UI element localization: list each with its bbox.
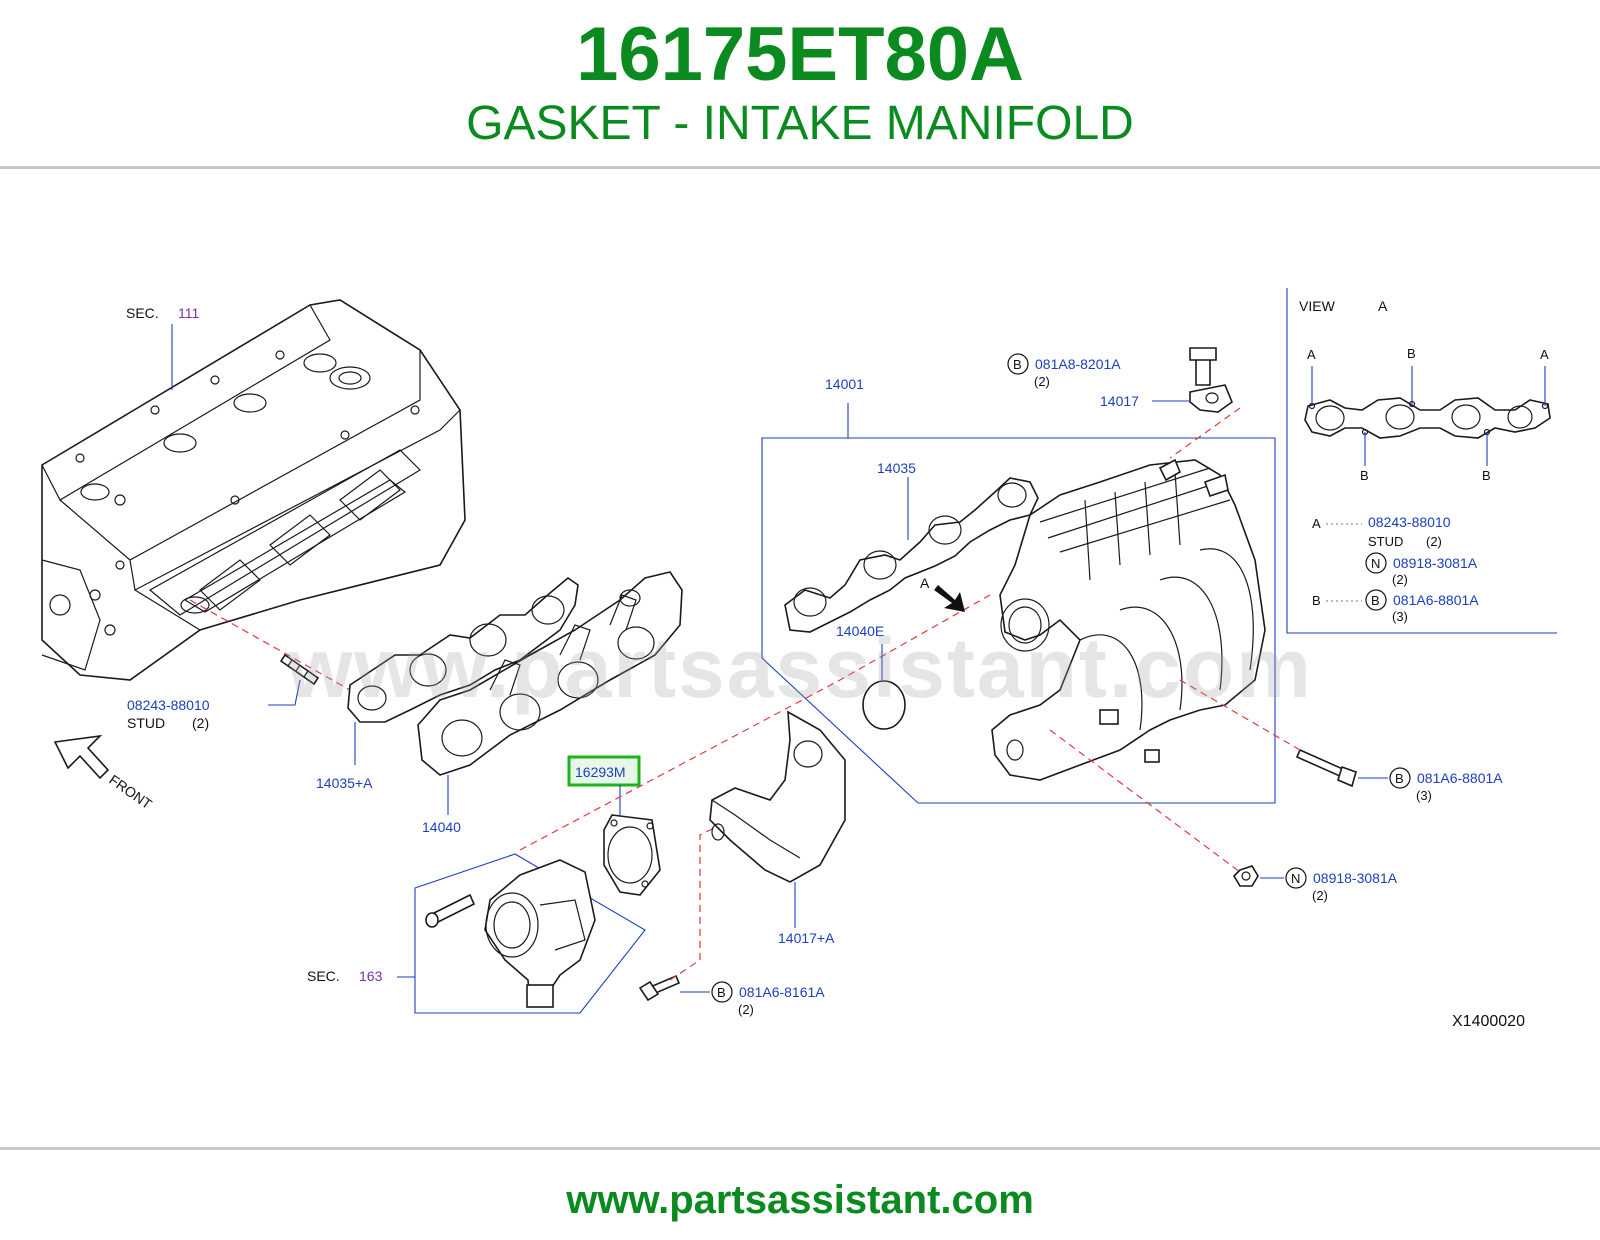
intake-manifold-drawing [991,458,1266,781]
nut-right-part-number[interactable]: 08918-3081A [1313,870,1398,886]
stud-left-qty: (2) [192,715,209,731]
footer-website-link[interactable]: www.partsassistant.com [566,1178,1034,1222]
bolt-right-part-number[interactable]: 081A6-8801A [1417,770,1503,786]
legend-desc-a: STUD [1368,534,1403,549]
c14035-label[interactable]: 14035 [877,460,916,476]
legend-badge-n: N [1371,556,1380,571]
bolt-bottom-badge: B [717,985,726,1000]
header-divider [0,166,1600,169]
c14035a-label[interactable]: 14035+A [316,775,373,791]
page-header: 16175ET80A GASKET - INTAKE MANIFOLD [0,0,1600,168]
parts-diagram: SEC. 111 08243-88010 STUD (2) FRONT 1403… [0,260,1600,1120]
bolt-right-qty: (3) [1416,788,1432,803]
view-a-mark-3: A [1540,347,1549,362]
bolt-top-qty: (2) [1034,374,1050,389]
nut-right-badge-circle [1285,867,1307,889]
legend-part-a[interactable]: 08243-88010 [1368,514,1451,530]
legend-letter-a: A [1312,516,1321,531]
legend-part-n[interactable]: 08918-3081A [1393,555,1478,571]
bracket-dash-line [1169,407,1241,459]
bolt-bottom-dash [669,824,721,981]
legend-badge-circle-n [1365,552,1387,574]
view-a-mark-4: B [1360,468,1369,483]
view-a-mark-2: B [1407,346,1416,361]
bolt-top-badge: B [1013,357,1022,372]
sec-163-prefix: SEC. [307,968,340,984]
view-a-frame [1286,288,1557,634]
sec-111-number[interactable]: 111 [178,305,199,321]
diagram-code: X1400020 [1452,1013,1525,1030]
a-marker-label: A [920,575,930,591]
nut-right-qty: (2) [1312,888,1328,903]
nut-right-badge: N [1291,871,1300,886]
throttle-body-frame [414,853,646,1014]
c16293m-label[interactable]: 16293M [575,764,626,780]
cylinder-head-drawing [41,299,466,681]
throttle-dash-line [519,594,991,851]
c14017-label[interactable]: 14017 [1100,393,1139,409]
legend-qty-n: (2) [1392,572,1408,587]
nut-right-dash [1049,729,1241,873]
bolt-bottom-drawing [638,974,681,1002]
part-name-subtitle: GASKET - INTAKE MANIFOLD [466,97,1134,150]
bolt-bottom-part-number[interactable]: 081A6-8161A [739,984,825,1000]
view-a-mark-5: B [1482,468,1491,483]
view-a-mark-1: A [1307,347,1316,362]
legend-badge-b: B [1371,593,1380,608]
view-a-letter: A [1378,298,1388,314]
bolt-right-drawing [1295,748,1357,788]
c16293m-highlight-box [567,755,641,787]
sec-163-number[interactable]: 163 [359,968,383,984]
intake-spacer-14040-drawing [417,571,683,776]
c14040e-label[interactable]: 14040E [836,623,884,639]
legend-badge-circle-b [1365,589,1387,611]
bolt-right-badge: B [1395,771,1404,786]
bracket-14017-drawing [1189,347,1233,413]
bolt-top-part-number[interactable]: 081A8-8201A [1035,356,1121,372]
c14017a-label[interactable]: 14017+A [778,930,835,946]
c14040-label[interactable]: 14040 [422,819,461,835]
bolt-top-badge-circle [1007,353,1029,375]
stud-left-desc: STUD [127,715,165,731]
a-marker-arrow-icon [934,585,965,612]
footer-divider [0,1147,1600,1150]
front-label: FRONT [106,771,155,812]
diagram-canvas: SEC. 111 08243-88010 STUD (2) FRONT 1403… [41,288,1557,1030]
view-a-title: VIEW [1299,298,1336,314]
view-a-gasket-drawing [1304,397,1551,439]
part-number-title: 16175ET80A [576,12,1024,97]
bolt-bottom-qty: (2) [738,1002,754,1017]
stud-dash-line [189,599,351,691]
gasket-14035a-drawing [347,576,579,723]
bracket-14017a-drawing [709,710,846,883]
legend-letter-b: B [1312,593,1321,608]
c14001-label[interactable]: 14001 [825,376,864,392]
sec-111-prefix: SEC. [126,305,159,321]
throttle-gasket-16293m-drawing [603,814,661,896]
stud-left-leader [268,679,301,706]
gasket-14035-drawing [784,477,1039,633]
legend-qty-a: (2) [1426,534,1442,549]
manifold-group-frame [761,437,1276,804]
oring-14040e-drawing [862,680,906,730]
stud-left-drawing [279,653,320,686]
nut-right-drawing [1232,865,1259,887]
legend-qty-b: (3) [1392,609,1408,624]
front-arrow-icon [53,734,110,780]
bolt-bottom-badge-circle [711,981,733,1003]
bolt-right-badge-circle [1389,767,1411,789]
legend-part-b[interactable]: 081A6-8801A [1393,592,1479,608]
throttle-body-drawing [425,859,596,1008]
stud-left-part-number[interactable]: 08243-88010 [127,697,210,713]
